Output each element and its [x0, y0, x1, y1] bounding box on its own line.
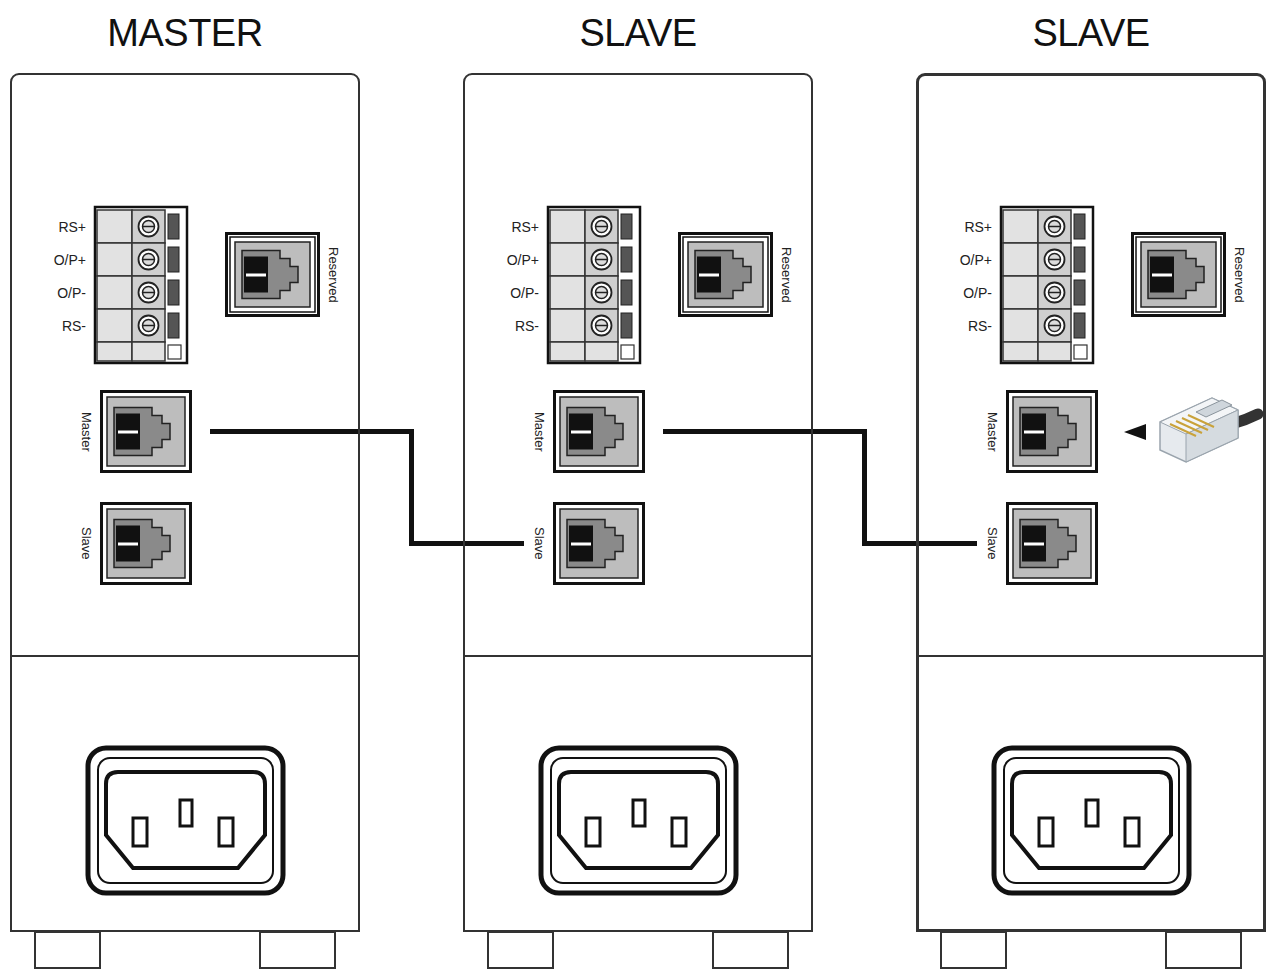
rj-jack	[100, 390, 192, 473]
terminal-label: O/P+	[467, 251, 539, 269]
port-label: Slave	[532, 527, 547, 560]
link-cable	[663, 432, 977, 544]
rj-port: Reserved	[225, 232, 341, 317]
rj-jack	[1006, 390, 1098, 473]
unit-feet	[35, 932, 1241, 968]
terminal-block	[95, 207, 1093, 363]
rj-port: Reserved	[1131, 232, 1247, 317]
port-label: Slave	[79, 527, 94, 560]
rj-plug	[1160, 398, 1258, 462]
rj-port: Master	[79, 390, 192, 473]
rj-port: Master	[532, 390, 645, 473]
terminal-label: O/P-	[14, 284, 86, 302]
port-label: Master	[79, 412, 94, 452]
rj-port: Reserved	[678, 232, 794, 317]
rj-port: Slave	[985, 502, 1098, 585]
rj-jack	[1131, 232, 1226, 317]
port-label: Reserved	[779, 247, 794, 303]
terminal-label: O/P-	[920, 284, 992, 302]
port-label: Master	[985, 412, 1000, 452]
rj-jack	[553, 390, 645, 473]
link-cable	[210, 432, 524, 544]
ac-inlet	[88, 748, 1189, 893]
port-label: Slave	[985, 527, 1000, 560]
port-label: Master	[532, 412, 547, 452]
housing-divider	[916, 655, 1266, 657]
power-unit: SLAVE ReservedMasterSlave	[916, 0, 1266, 973]
terminal-label: RS-	[467, 317, 539, 335]
housing-divider	[463, 655, 813, 657]
unit-title: SLAVE	[916, 0, 1266, 66]
rj-port: Master	[985, 390, 1098, 473]
rj-port: Slave	[532, 502, 645, 585]
terminal-label: O/P-	[467, 284, 539, 302]
rj-jack	[1006, 502, 1098, 585]
terminal-label: RS+	[14, 218, 86, 236]
terminal-label: RS+	[920, 218, 992, 236]
terminal-label: O/P+	[14, 251, 86, 269]
rj-jack	[225, 232, 320, 317]
terminal-label: O/P+	[920, 251, 992, 269]
unit-title: SLAVE	[463, 0, 813, 66]
unit-title: MASTER	[10, 0, 360, 66]
rj-port: Slave	[79, 502, 192, 585]
insert-arrow	[1124, 424, 1146, 440]
rj-jack	[100, 502, 192, 585]
port-label: Reserved	[326, 247, 341, 303]
terminal-label: RS+	[467, 218, 539, 236]
power-unit: SLAVE ReservedMasterSlave	[463, 0, 813, 973]
rj-jack	[678, 232, 773, 317]
terminal-label: RS-	[14, 317, 86, 335]
power-unit: MASTER ReservedMasterSlave	[10, 0, 360, 973]
port-label: Reserved	[1232, 247, 1247, 303]
terminal-label: RS-	[920, 317, 992, 335]
housing-divider	[10, 655, 360, 657]
rj-jack	[553, 502, 645, 585]
